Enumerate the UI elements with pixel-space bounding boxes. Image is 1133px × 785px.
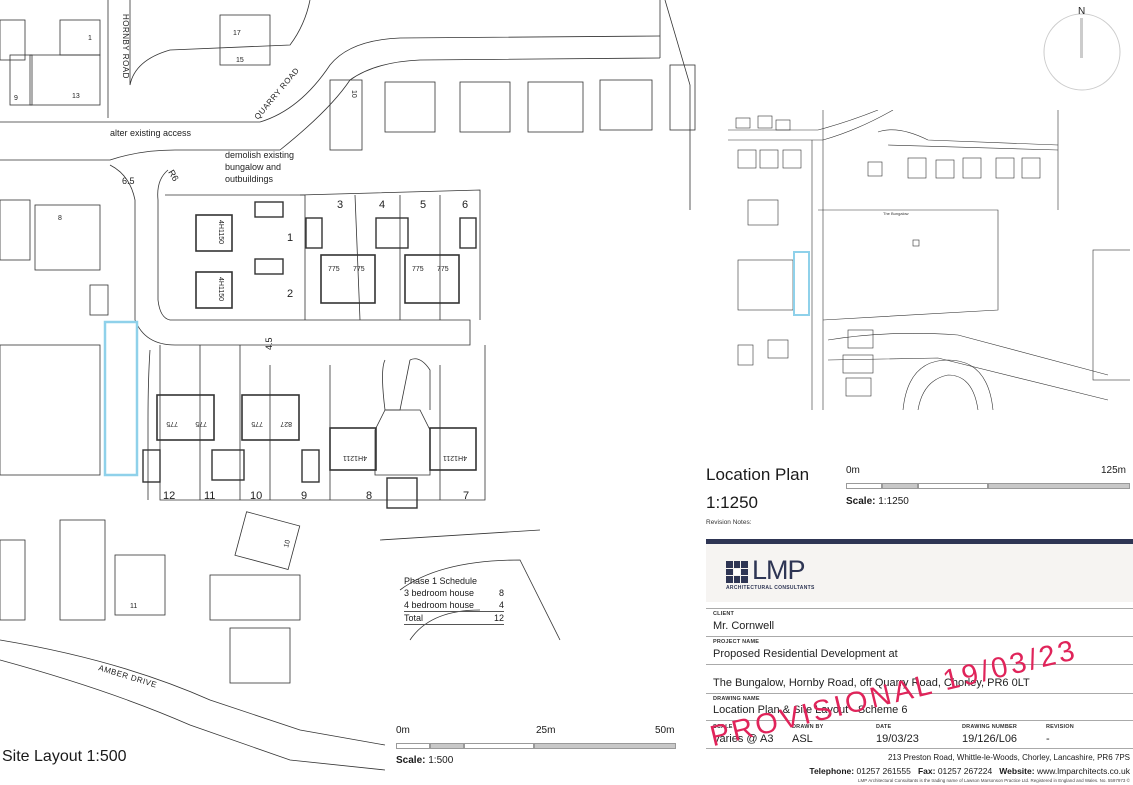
client-value: Mr. Cornwell (713, 620, 775, 632)
project-address: The Bungalow, Hornby Road, off Quarry Ro… (713, 677, 1030, 689)
north-label: N (1078, 6, 1085, 17)
scale-value: Varies @ A3 (713, 733, 774, 745)
annotation-demolish-2: bungalow and (225, 162, 281, 172)
plot-number: 11 (204, 490, 215, 502)
site-scale-label-50: 50m (655, 725, 675, 736)
neighbour-number: 8 (58, 215, 62, 222)
logo-panel: LMP ARCHITECTURAL CONSULTANTS (706, 544, 1133, 602)
company-footer-note: LMP Architectural Consultants is the tra… (858, 778, 1130, 783)
dimension-6-5: 6.5 (122, 176, 135, 186)
house-type-label: 4H1150 (217, 220, 224, 244)
neighbour-number: 10 (350, 90, 357, 98)
revision-notes-label: Revision Notes: (706, 519, 752, 526)
neighbour-number: 15 (236, 57, 244, 64)
plot-number: 4 (379, 199, 385, 211)
location-plan-map: The Bungalow (728, 110, 1130, 411)
location-label-bungalow: The Bungalow (883, 211, 909, 216)
site-scale-label-25: 25m (536, 725, 556, 736)
plot-number: 9 (301, 490, 307, 502)
location-plan-title: Location Plan (706, 465, 810, 484)
location-scale-label-125: 125m (1101, 465, 1127, 476)
site-scale-caption: Scale: 1:500 (396, 755, 454, 766)
plot-number: 5 (420, 199, 426, 211)
revision-value: - (1046, 733, 1050, 745)
neighbour-number: 1 (88, 35, 92, 42)
annotation-demolish-3: outbuildings (225, 174, 274, 184)
plot-number: 3 (337, 199, 343, 211)
drawing-number-label: DRAWING NUMBER (962, 724, 1018, 730)
location-scale-label-0: 0m (846, 465, 860, 476)
drawing-name-value: Location Plan & Site Layout - Scheme 6 (713, 704, 908, 716)
house-type-label: 775 (195, 420, 207, 427)
plot-number: 7 (463, 490, 469, 502)
plot-number: 12 (163, 490, 175, 502)
schedule-title: Phase 1 Schedule (404, 576, 478, 586)
scale-bar-segment (988, 483, 1130, 489)
drawn-by-label: DRAWN BY (792, 724, 824, 730)
drawing-number-value: 19/126/L06 (962, 733, 1018, 745)
neighbour-number: 9 (14, 95, 18, 102)
house-type-label: 4H1211 (443, 454, 467, 461)
annotation-demolish-1: demolish existing (225, 150, 294, 160)
drawn-by-value: ASL (792, 733, 813, 745)
neighbour-number: 11 (130, 603, 137, 610)
house-type-label: 775 (437, 266, 449, 273)
plot-number: 8 (366, 490, 372, 502)
house-type-label: 775 (412, 266, 424, 273)
lmp-logo-text: LMP (752, 555, 806, 585)
lmp-logo-icon (726, 561, 748, 583)
scale-bar-segment (846, 483, 882, 489)
plot-number: 10 (250, 490, 262, 502)
site-layout-drawing: HORNBY ROAD QUARRY ROAD AMBER DRIVE alte… (0, 0, 696, 771)
scale-bar-segment (464, 743, 534, 749)
scale-label: SCALE (713, 724, 733, 730)
company-address: 213 Preston Road, Whittle-le-Woods, Chor… (887, 753, 1130, 762)
annotation-alter-access: alter existing access (110, 128, 192, 138)
dimension-r6: R6 (166, 168, 180, 183)
house-type-label: 775 (353, 266, 365, 273)
scale-bar-segment (534, 743, 676, 749)
house-type-label: 4H1211 (343, 454, 367, 461)
site-scale-label-0: 0m (396, 725, 410, 736)
location-plan-scale-ratio: 1:1250 (706, 493, 758, 512)
scale-bar-segment (396, 743, 430, 749)
title-block-band (706, 539, 1133, 544)
company-contacts: Telephone: 01257 261555 Fax: 01257 26722… (809, 766, 1130, 776)
date-value: 19/03/23 (876, 733, 919, 745)
project-value: Proposed Residential Development at (713, 648, 898, 660)
plot-number: 6 (462, 199, 468, 211)
neighbour-number: 17 (233, 30, 241, 37)
house-type-label: 775 (251, 420, 263, 427)
plot-number: 1 (287, 232, 293, 244)
plot-number: 2 (287, 288, 293, 300)
house-type-label: 4H1150 (217, 277, 224, 301)
road-label-hornby: HORNBY ROAD (121, 14, 130, 79)
scale-bar-segment (882, 483, 918, 489)
neighbour-number: 10 (283, 539, 292, 548)
house-type-label: 827 (280, 420, 292, 427)
scale-bar-segment (918, 483, 988, 489)
lmp-logo-tagline: ARCHITECTURAL CONSULTANTS (726, 585, 815, 591)
revision-label: REVISION (1046, 724, 1074, 730)
site-layout-title: Site Layout 1:500 (2, 748, 127, 765)
road-label-quarry: QUARRY ROAD (253, 66, 302, 121)
location-scale-caption: Scale: 1:1250 (846, 496, 909, 507)
north-arrow-icon: N (1043, 6, 1121, 91)
dimension-4-5: 4.5 (264, 337, 274, 350)
house-type-label: 775 (166, 420, 178, 427)
project-label: PROJECT NAME (713, 639, 760, 645)
date-label: DATE (876, 724, 892, 730)
scale-bar-segment (430, 743, 464, 749)
house-type-label: 775 (328, 266, 340, 273)
drawing-name-label: DRAWING NAME (713, 696, 760, 702)
neighbour-number: 13 (72, 93, 80, 100)
client-label: CLIENT (713, 611, 735, 617)
